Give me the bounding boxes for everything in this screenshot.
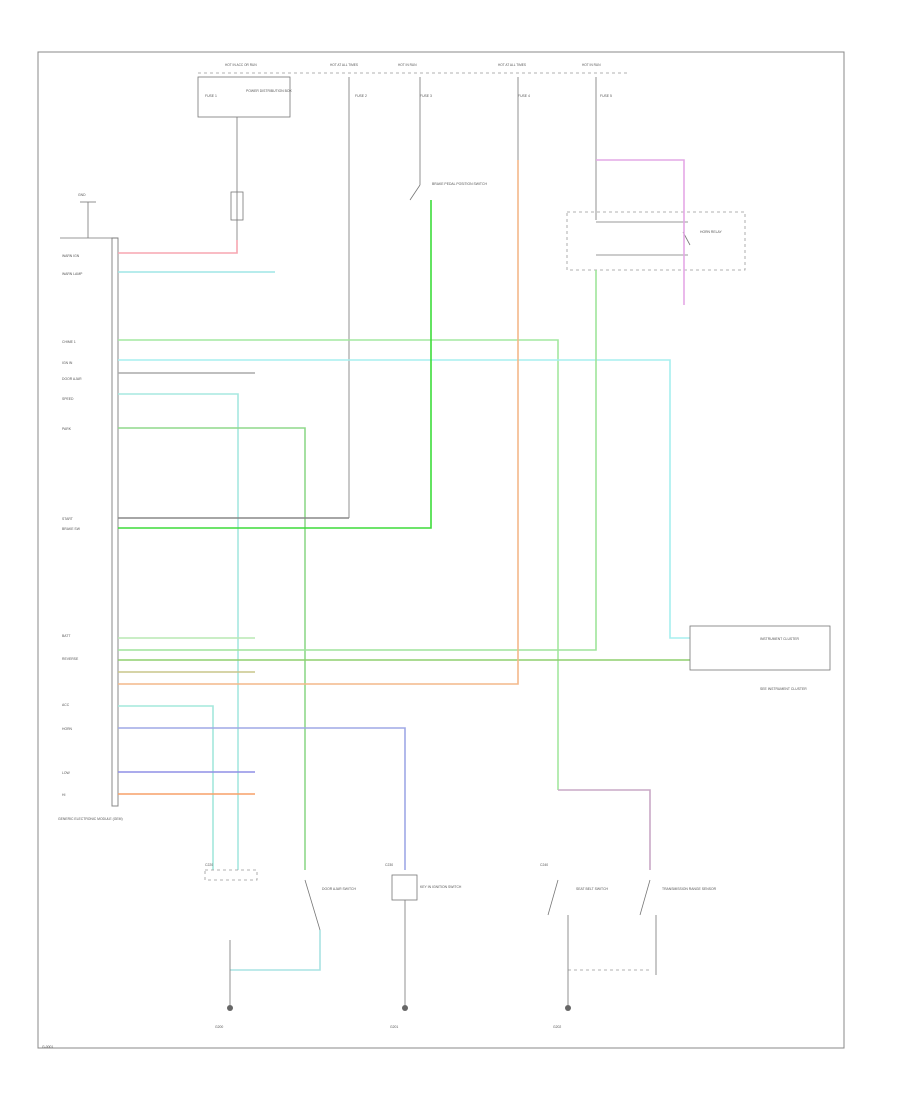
- power-distribution-label: POWER DISTRIBUTION BOX: [246, 89, 293, 93]
- wire-bright-green: [118, 200, 432, 529]
- pin-label-1: WARN IGN: [62, 254, 80, 258]
- ground-symbol-2: [402, 1005, 408, 1011]
- ground-symbol-1: [227, 1005, 233, 1011]
- wire-aqua: [118, 705, 214, 870]
- wire-green-right: [118, 270, 597, 651]
- ground-label-1: G200: [215, 1025, 223, 1029]
- fuse-header-5: HOT IN RUN: [582, 63, 601, 67]
- fuse-box-left: [197, 76, 291, 118]
- pin-label-3: CHIME 1: [62, 340, 76, 344]
- door-switch-label: DOOR AJAR SWITCH: [322, 887, 356, 891]
- relay-coil: [230, 191, 244, 221]
- right-module: INSTRUMENT CLUSTER SEE INSTRUMENT CLUSTE…: [689, 625, 831, 691]
- pin-label-9: BRAKE SW: [62, 527, 81, 531]
- fuse-header-2: HOT AT ALL TIMES: [330, 63, 358, 67]
- brake-switch-arm: [409, 184, 421, 201]
- pin-label-14: LOW: [62, 771, 71, 775]
- wire-cyan: [118, 359, 690, 639]
- left-module: GENERIC ELECTRONIC MODULE (GEM) WARN IGN…: [58, 237, 123, 821]
- trans-switch-arm: [639, 879, 651, 916]
- pin-label-10: BATT: [62, 634, 70, 638]
- pin-label-12: ACC: [62, 703, 70, 707]
- brake-switch-label: BRAKE PEDAL POSITION SWITCH: [432, 182, 487, 186]
- horn-label: HORN RELAY: [700, 230, 723, 234]
- pin-label-7: PARK: [62, 427, 72, 431]
- pin-label-13: HORN: [62, 727, 73, 731]
- connector-label-1: C220: [205, 863, 213, 867]
- fuse-label-1: FUSE 1: [205, 94, 217, 98]
- key-switch-label: KEY IN IGNITION SWITCH: [420, 885, 462, 889]
- wire-light-green-long: [118, 339, 559, 790]
- ground-top: GND: [78, 193, 96, 238]
- wire-mauve: [558, 789, 651, 870]
- pin-label-2: WARN LAMP: [62, 272, 83, 276]
- fuse-label-3: FUSE 3: [420, 94, 432, 98]
- ground-symbol-3: [565, 1005, 571, 1011]
- wire-green-mid: [118, 427, 306, 870]
- left-module-label: GENERIC ELECTRONIC MODULE (GEM): [58, 817, 123, 821]
- fuse-label-5: FUSE 5: [600, 94, 612, 98]
- pin-label-11: REVERSE: [62, 657, 79, 661]
- seat-belt-arm: [547, 879, 559, 916]
- right-module-note: SEE INSTRUMENT CLUSTER: [760, 687, 807, 691]
- pin-label-5: DOOR AJAR: [62, 377, 82, 381]
- right-module-label: INSTRUMENT CLUSTER: [760, 637, 799, 641]
- wires: [118, 159, 690, 971]
- fuse-label-2: FUSE 2: [355, 94, 367, 98]
- ground-top-label: GND: [78, 193, 86, 197]
- connector-label-3: C240: [540, 863, 548, 867]
- footer-code: G-0001: [42, 1045, 53, 1049]
- bottom-components: C220 DOOR AJAR SWITCH KEY IN IGNITION SW…: [204, 863, 717, 971]
- wire-blue-violet: [118, 727, 406, 870]
- door-switch-arm: [304, 879, 321, 931]
- key-switch-box: [391, 874, 418, 901]
- relay-box: [566, 211, 746, 271]
- fuse-feeds: [236, 77, 597, 518]
- diagram-frame: [37, 51, 845, 1049]
- ground-label-2: G201: [390, 1025, 398, 1029]
- fuse-header-4: HOT AT ALL TIMES: [498, 63, 526, 67]
- fuse-label-4: FUSE 4: [518, 94, 530, 98]
- wire-magenta: [596, 159, 685, 305]
- right-module-box: [689, 625, 831, 671]
- grounds: G200 G201 G202: [215, 900, 657, 1029]
- seat-belt-label: SEAT BELT SWITCH: [576, 887, 609, 891]
- switch-symbols: BRAKE PEDAL POSITION SWITCH HORN RELAY: [230, 182, 746, 271]
- ground-label-3: G202: [553, 1025, 561, 1029]
- fuse-header-1: HOT IN ACC OR RUN: [225, 63, 257, 67]
- pin-label-8: START: [62, 517, 73, 521]
- wire-cyan-bottom: [230, 930, 321, 971]
- connector-block: [204, 869, 258, 881]
- connector-label-2: C230: [385, 863, 393, 867]
- trans-switch-label: TRANSMISSION RANGE SENSOR: [662, 887, 717, 891]
- left-module-body: [111, 237, 119, 807]
- wire-orange: [118, 160, 519, 685]
- fuse-header-3: HOT IN RUN: [398, 63, 417, 67]
- fuse-panel: HOT IN ACC OR RUN HOT AT ALL TIMES HOT I…: [197, 63, 628, 118]
- pin-label-4: IGN IN: [62, 361, 73, 365]
- wire-pink: [118, 240, 238, 254]
- pin-label-15: HI: [62, 793, 65, 797]
- wire-teal-vertical: [118, 393, 239, 870]
- pin-label-6: SPEED: [62, 397, 74, 401]
